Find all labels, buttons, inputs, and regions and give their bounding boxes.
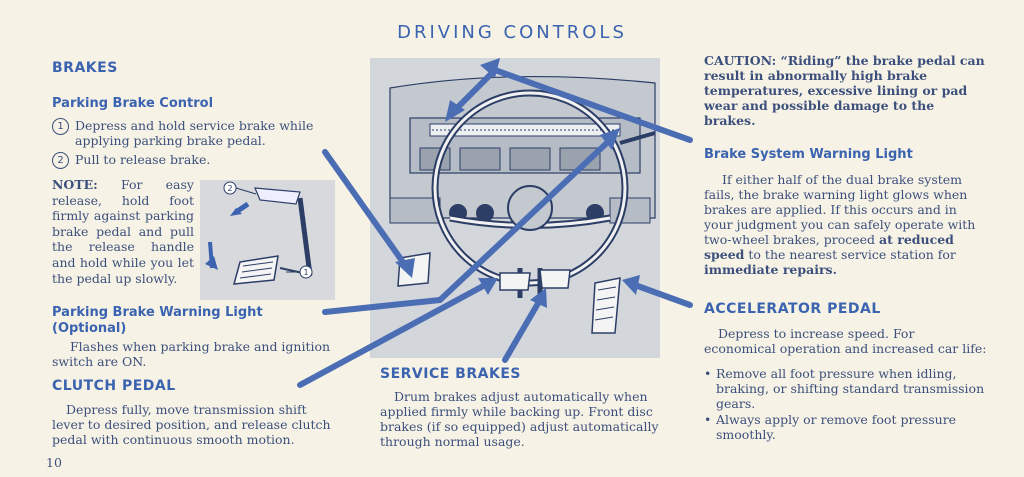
brakes-heading: BRAKES	[52, 60, 118, 76]
step-text: Pull to release brake.	[75, 152, 211, 167]
warning-text-part: If either half of the dual brake system …	[704, 172, 976, 247]
brake-system-warning-text: If either half of the dual brake system …	[704, 172, 988, 277]
service-brakes-text: Drum brakes adjust automatically when ap…	[380, 389, 659, 449]
dashboard-illustration	[370, 58, 660, 358]
list-item: • Always apply or remove foot pressure s…	[704, 412, 988, 442]
service-brakes-heading: SERVICE BRAKES	[380, 366, 521, 382]
page-title: DRIVING CONTROLS	[397, 22, 627, 43]
arrow-to-parking-brake	[322, 149, 408, 268]
step-number: 2	[52, 152, 69, 169]
bullet-icon: •	[704, 412, 712, 427]
arrow-to-parking-warning-2	[437, 137, 613, 303]
inset-label-2: 2	[227, 184, 232, 193]
arrow-to-warning-light	[492, 67, 693, 143]
parking-brake-illustration: 1 2	[200, 180, 335, 300]
bullet-text: Remove all foot pressure when idling, br…	[716, 366, 985, 411]
accelerator-bullets: • Remove all foot pressure when idling, …	[704, 366, 988, 442]
caution-text: “Riding” the brake pedal can result in a…	[704, 53, 985, 128]
step-number: 1	[52, 118, 69, 135]
bullet-text: Always apply or remove foot pressure smo…	[716, 412, 957, 442]
parking-brake-warning-heading: Parking Brake Warning Light (Optional)	[52, 305, 263, 336]
accelerator-pedal-text: Depress to increase speed. For economica…	[704, 326, 987, 356]
arrow-to-warning-light-2	[452, 67, 498, 113]
caution-label: CAUTION:	[704, 53, 777, 68]
bullet-icon: •	[704, 366, 712, 381]
list-item: • Remove all foot pressure when idling, …	[704, 366, 988, 411]
clutch-pedal-heading: CLUTCH PEDAL	[52, 378, 176, 394]
arrow-to-accelerator	[632, 282, 693, 308]
parking-brake-warning-text: Flashes when parking brake and ignition …	[52, 339, 331, 369]
step-text: Depress and hold service brake while app…	[75, 118, 314, 148]
accelerator-pedal-heading: ACCELERATOR PEDAL	[704, 301, 881, 317]
arrow-to-parking-warning	[322, 297, 443, 315]
parking-brake-control-heading: Parking Brake Control	[52, 96, 214, 111]
page-number: 10	[46, 455, 62, 470]
parking-brake-steps: 1 Depress and hold service brake while a…	[52, 118, 337, 169]
warning-text-part: to the nearest service station for	[744, 247, 956, 262]
note-text: For easy release, hold foot firmly again…	[52, 177, 194, 286]
inset-label-1: 1	[303, 268, 308, 277]
arrow-to-clutch	[297, 282, 488, 388]
immediate-repairs-emphasis: immediate repairs.	[704, 262, 837, 277]
reduced-speed-emphasis: at reduced speed	[704, 232, 954, 262]
step-1: 1 Depress and hold service brake while a…	[52, 118, 337, 148]
parking-brake-note: NOTE: For easy release, hold foot firmly…	[52, 177, 194, 286]
clutch-pedal-text: Depress fully, move transmission shift l…	[52, 402, 331, 447]
arrow-to-service-brake	[502, 297, 543, 363]
step-2: 2 Pull to release brake.	[52, 152, 337, 169]
brake-system-warning-heading: Brake System Warning Light	[704, 147, 913, 162]
parking-brake-pedal-drawing: 1 2	[205, 181, 313, 285]
caution-note: CAUTION: “Riding” the brake pedal can re…	[704, 53, 988, 128]
note-label: NOTE:	[52, 177, 98, 192]
